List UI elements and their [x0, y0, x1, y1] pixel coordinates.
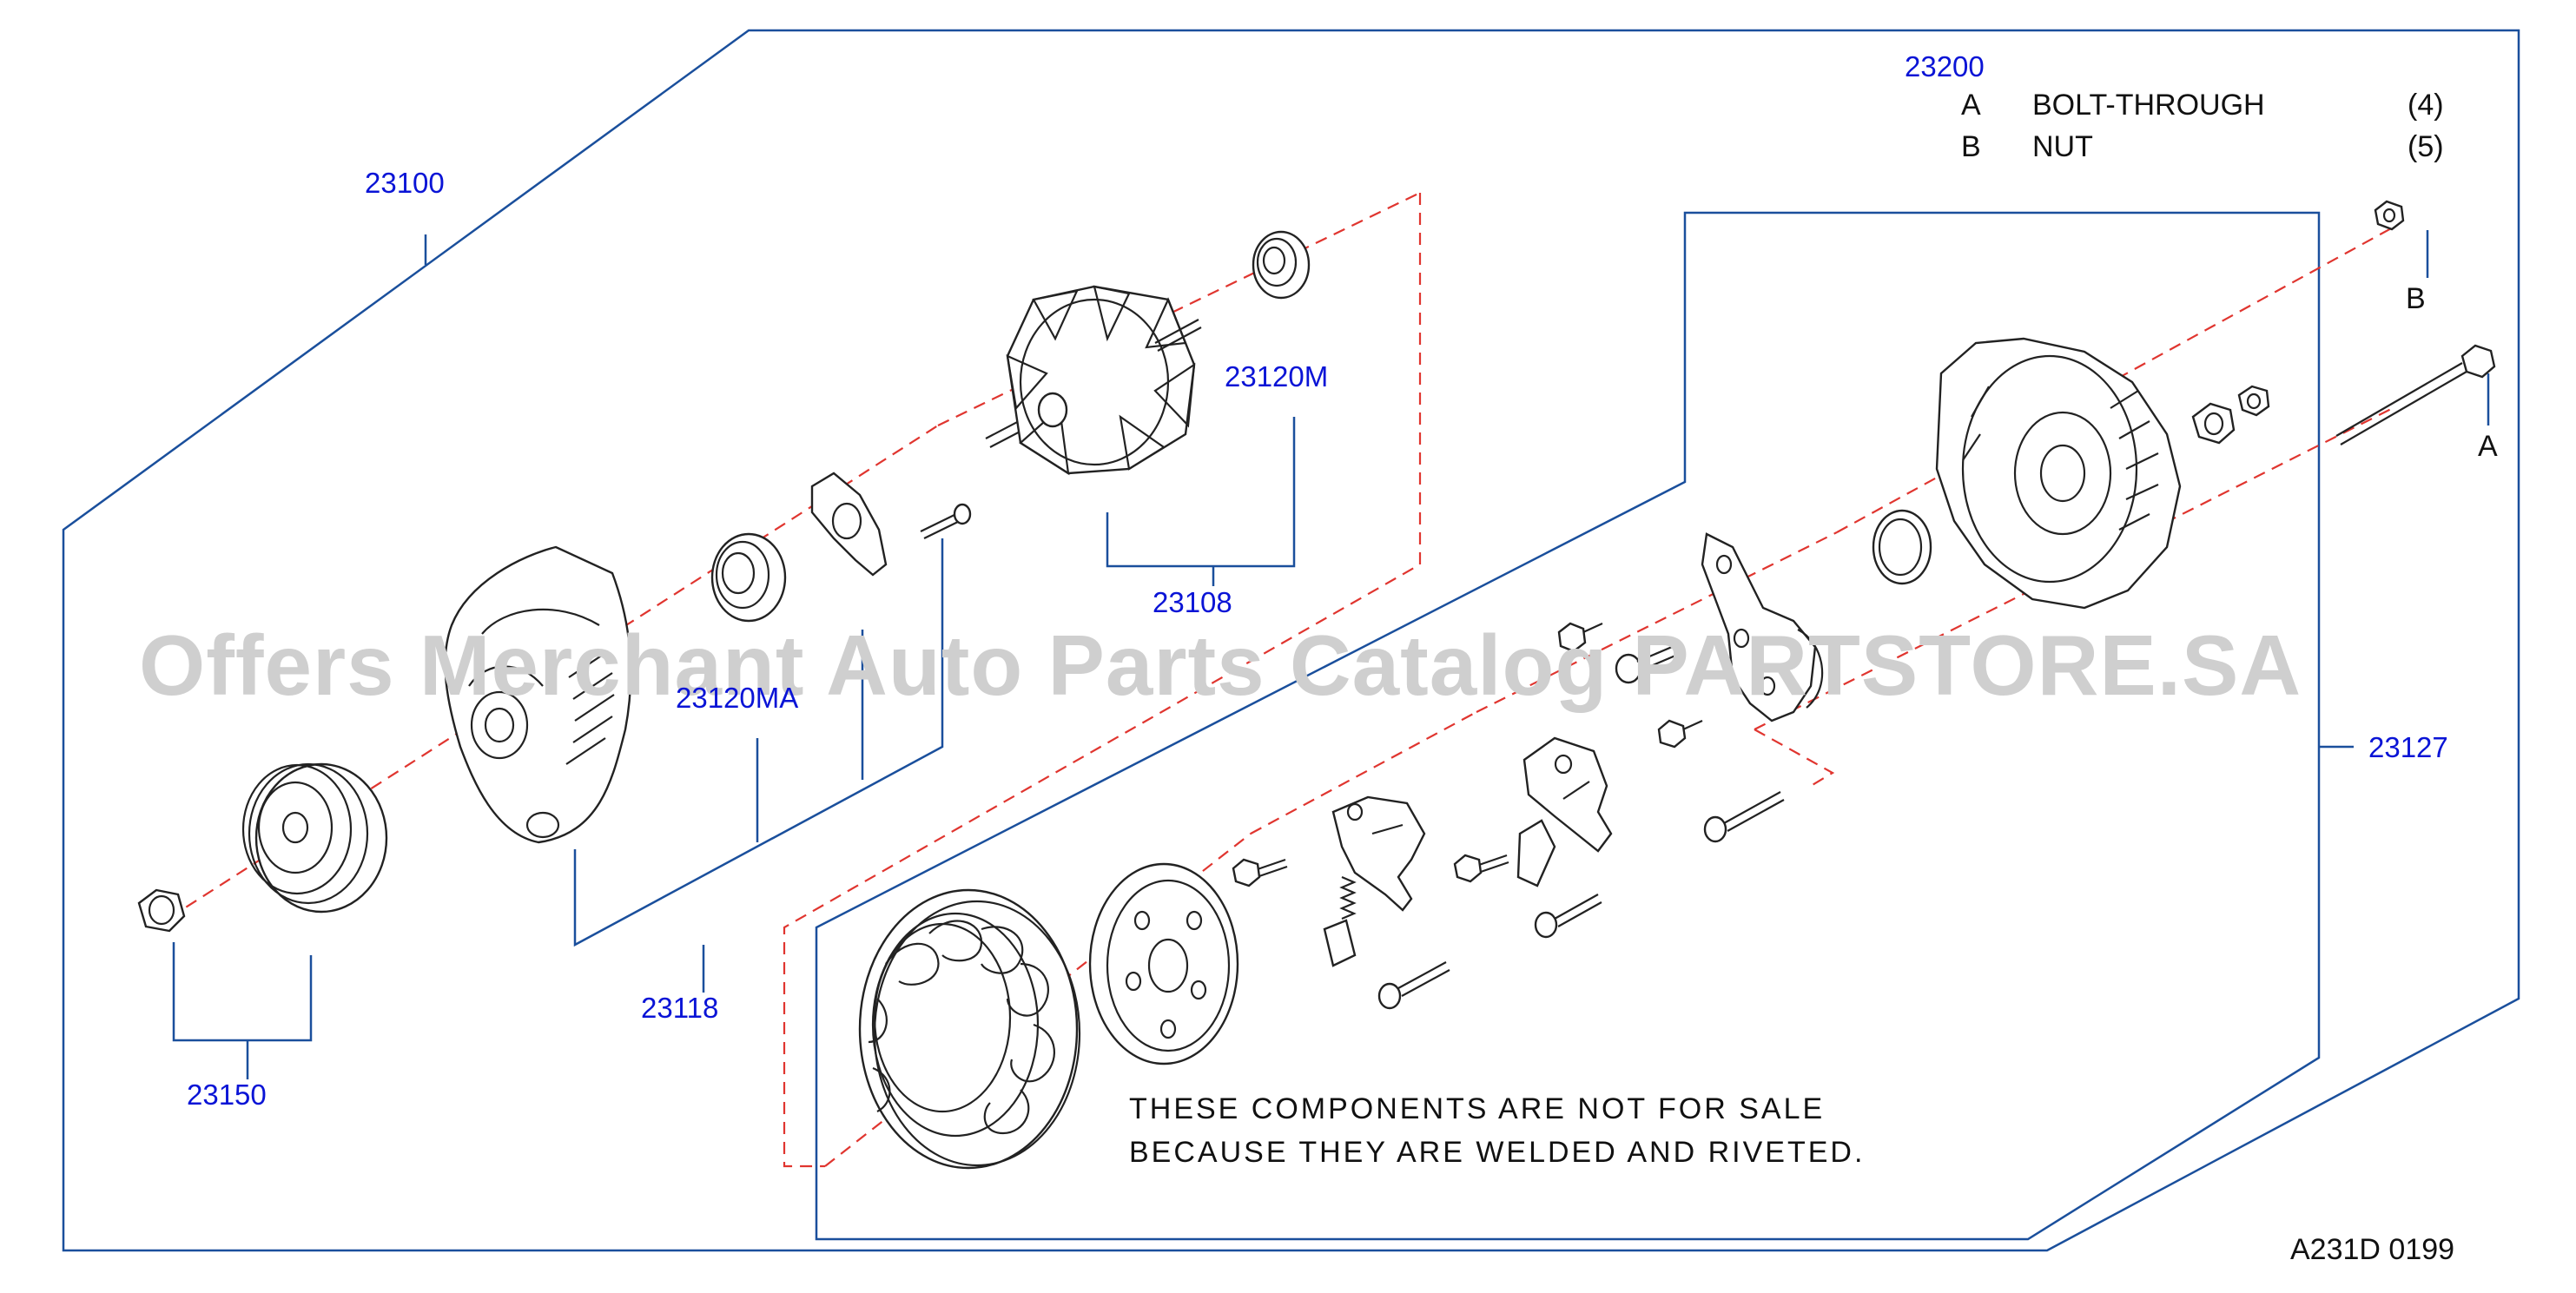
front-bearing-part [710, 532, 787, 623]
note-line-2: BECAUSE THEY ARE WELDED AND RIVETED. [1129, 1136, 1865, 1169]
legend-b-name: NUT [2032, 130, 2093, 163]
rear-cover-vents [1962, 386, 2159, 531]
watermark: Offers Merchant Auto Parts Catalog PARTS… [139, 617, 2302, 713]
legend-a-qty: (4) [2408, 89, 2444, 122]
long-screw-part [1377, 961, 1450, 1010]
callout-23100: 23100 [365, 167, 445, 199]
legend-a-key: A [1961, 89, 1981, 122]
rear-cover-part [1935, 337, 2182, 610]
hardware-legend: A BOLT-THROUGH (4) B NUT (5) [1961, 89, 2444, 163]
retainer-plate-part [810, 472, 888, 577]
callout-23118: 23118 [641, 992, 718, 1024]
terminal-screws-part [1557, 622, 1785, 843]
rear-bearing-part [1252, 230, 1311, 300]
pulley-nut-part [137, 888, 186, 933]
leader-lines [172, 230, 2490, 1079]
brush-screw-part [1232, 858, 1288, 887]
callout-23127: 23127 [2368, 731, 2448, 763]
regulator-screw-part [1453, 854, 1509, 883]
rotor-claw-poles [1006, 285, 1196, 476]
front-cover-vents [565, 650, 615, 765]
nut-b-part [2374, 200, 2405, 231]
legend-b-key: B [1961, 130, 1981, 163]
through-bolt-a-part [2335, 344, 2496, 445]
stator-windings [868, 920, 1055, 1135]
rectifier-plate-part [1701, 532, 1824, 722]
retainer-screw-part [920, 503, 972, 539]
callout-23200: 23200 [1905, 50, 1985, 82]
marker-a: A [2478, 430, 2498, 463]
pulley-part [241, 762, 388, 914]
marker-b: B [2406, 282, 2426, 315]
diagram-code: A231D 0199 [2290, 1233, 2454, 1266]
callout-23120m: 23120M [1225, 360, 1328, 393]
callout-23120ma: 23120MA [676, 682, 798, 714]
regulator-part [1516, 736, 1613, 887]
rear-group-frame [815, 211, 2321, 1241]
callout-23108: 23108 [1153, 586, 1232, 618]
brush-part [1323, 919, 1357, 967]
brush-spring-part [1339, 875, 1357, 920]
seal-ring-part [1872, 509, 1932, 585]
note-line-1: THESE COMPONENTS ARE NOT FOR SALE [1129, 1092, 1825, 1125]
legend-b-qty: (5) [2408, 130, 2444, 163]
callout-23150: 23150 [187, 1079, 267, 1111]
stator-part [858, 888, 1081, 1170]
rotor-part [985, 285, 1202, 476]
assembly-frame [62, 29, 2520, 1252]
legend-a-name: BOLT-THROUGH [2032, 89, 2265, 122]
brush-holder-part [1331, 795, 1426, 912]
rectifier-disc-part [1088, 862, 1239, 1065]
terminal-nuts-part [2191, 385, 2270, 445]
front-cover-part [444, 545, 632, 844]
regulator-long-screw-part [1534, 894, 1602, 939]
